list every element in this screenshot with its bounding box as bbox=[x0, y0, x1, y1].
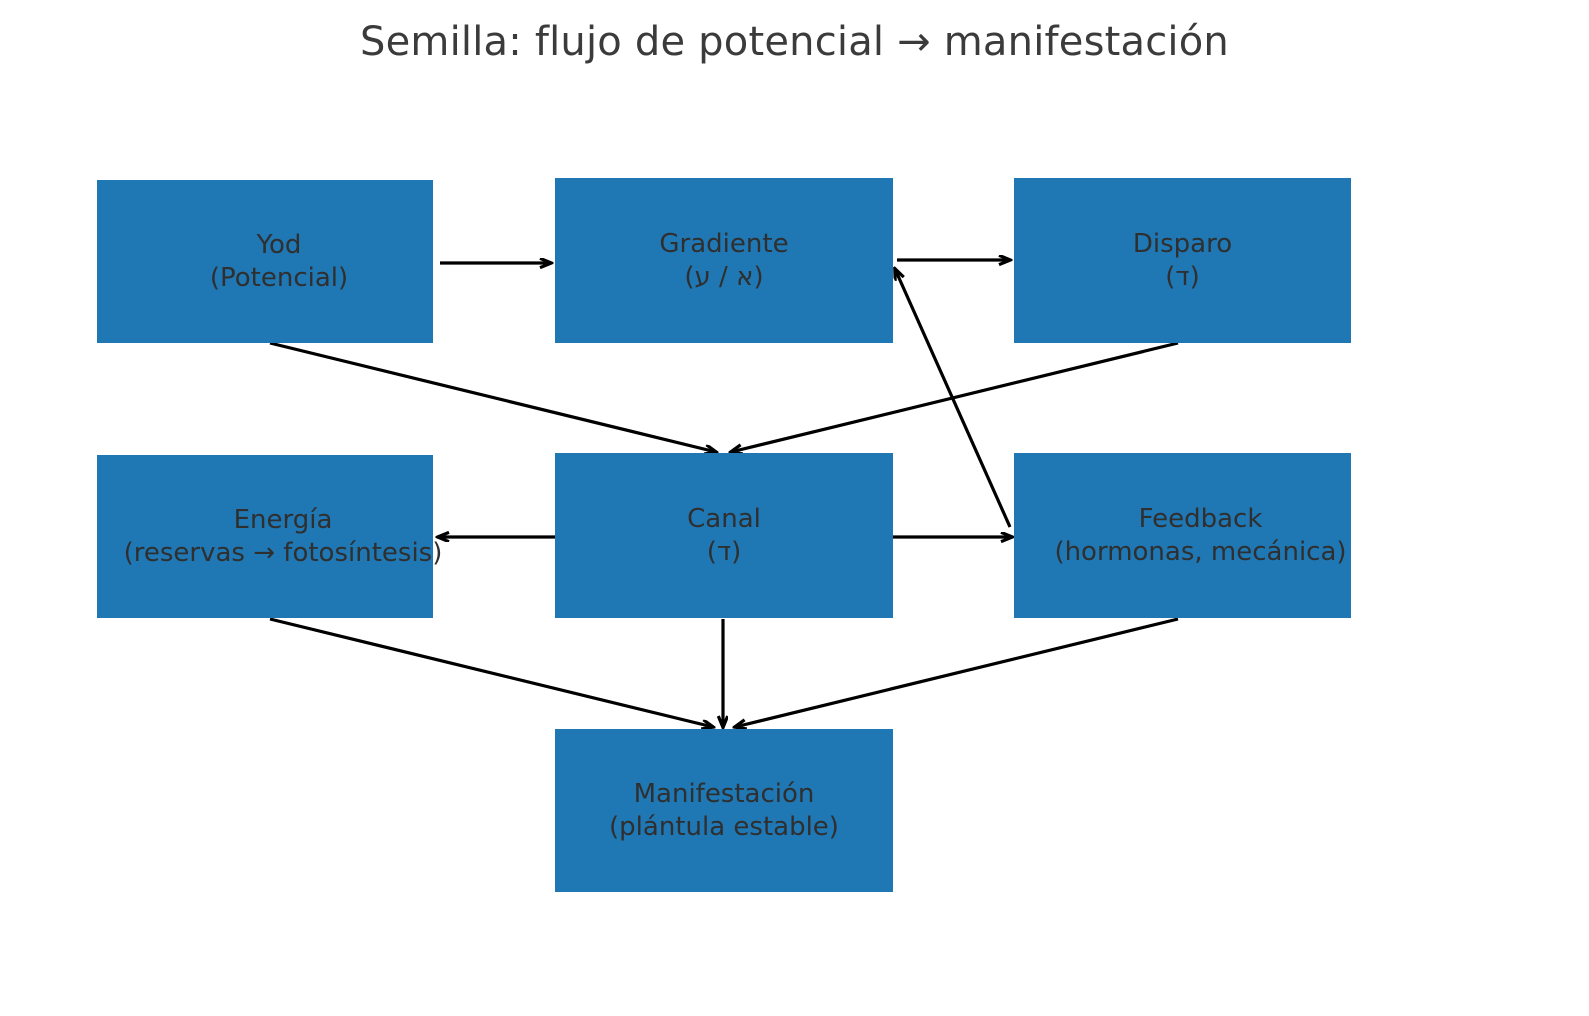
node-gradiente-line2: (א / ע) bbox=[684, 261, 764, 292]
diagram-title: Semilla: flujo de potencial → manifestac… bbox=[360, 19, 1229, 65]
node-disparo-line2: (ד) bbox=[1165, 261, 1200, 292]
node-yod[interactable]: Yod (Potencial) bbox=[97, 180, 433, 343]
edge-disparo-canal bbox=[731, 341, 1179, 452]
node-gradiente-line1: Gradiente bbox=[659, 228, 789, 259]
node-yod-label: Yod (Potencial) bbox=[210, 229, 348, 295]
node-energia-label: Energía (reservas → fotosíntesis) bbox=[124, 504, 443, 570]
node-yod-line1: Yod bbox=[256, 229, 302, 260]
node-manifestacion-line2: (plántula estable) bbox=[609, 811, 839, 842]
node-energia-line2: (reservas → fotosíntesis) bbox=[123, 537, 443, 568]
node-manifestacion[interactable]: Manifestación (plántula estable) bbox=[555, 729, 893, 892]
node-canal-line1: Canal bbox=[687, 503, 761, 534]
node-gradiente[interactable]: Gradiente (א / ע) bbox=[555, 178, 893, 343]
node-manifestacion-label: Manifestación (plántula estable) bbox=[609, 778, 839, 844]
edge-yod-canal bbox=[269, 341, 716, 452]
node-energia[interactable]: Energía (reservas → fotosíntesis) bbox=[97, 455, 442, 618]
edge-feedback-manifestacion bbox=[735, 617, 1179, 727]
node-energia-line1: Energía bbox=[233, 504, 333, 535]
node-manifestacion-line1: Manifestación bbox=[633, 778, 815, 809]
node-disparo-label: Disparo (ד) bbox=[1133, 228, 1232, 294]
edge-energia-manifestacion bbox=[269, 617, 713, 727]
node-disparo[interactable]: Disparo (ד) bbox=[1014, 178, 1351, 343]
node-feedback-line1: Feedback bbox=[1138, 503, 1263, 534]
edge-feedback-gradiente bbox=[895, 269, 1012, 528]
node-gradiente-label: Gradiente (א / ע) bbox=[659, 228, 788, 294]
node-yod-line2: (Potencial) bbox=[209, 262, 349, 293]
node-canal[interactable]: Canal (ד) bbox=[555, 453, 893, 618]
node-canal-label: Canal (ד) bbox=[687, 503, 761, 569]
node-feedback[interactable]: Feedback (hormonas, mecánica) bbox=[1014, 453, 1351, 618]
node-canal-line2: (ד) bbox=[706, 536, 742, 567]
node-feedback-label: Feedback (hormonas, mecánica) bbox=[1054, 503, 1346, 569]
node-feedback-line2: (hormonas, mecánica) bbox=[1054, 536, 1347, 567]
node-disparo-line1: Disparo bbox=[1132, 228, 1233, 259]
